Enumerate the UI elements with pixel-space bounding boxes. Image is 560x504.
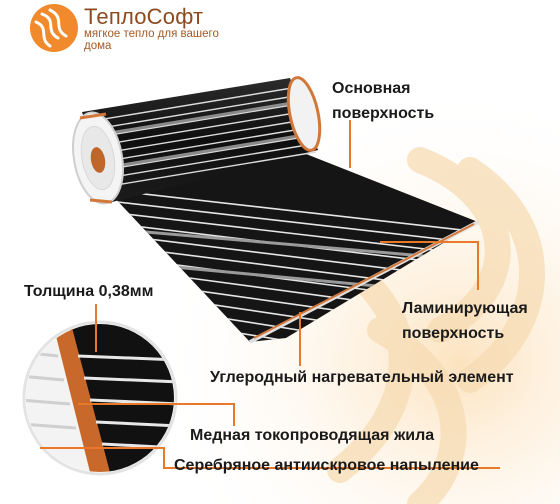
label-thickness: Толщина 0,38мм bbox=[24, 283, 154, 300]
magnified-detail bbox=[22, 320, 178, 476]
label-main-surface: Основная поверхность bbox=[332, 76, 434, 126]
logo-icon bbox=[30, 4, 78, 52]
label-main-surface-line2: поверхность bbox=[332, 105, 435, 122]
label-main-surface-line1: Основная bbox=[332, 80, 411, 97]
leader-lines bbox=[40, 120, 500, 469]
film-roll bbox=[72, 76, 322, 205]
label-laminated-surface-line2: поверхность bbox=[402, 325, 505, 342]
label-carbon-element: Углеродный нагревательный элемент bbox=[210, 369, 514, 386]
brand-name: ТеплоСофт bbox=[84, 4, 204, 29]
label-silver-coating: Серебряное антиискровое напыление bbox=[174, 457, 479, 474]
label-copper-wire: Медная токопроводящая жила bbox=[190, 427, 435, 444]
label-laminated-surface-line1: Ламинирующая bbox=[402, 300, 528, 317]
label-laminated-surface: Ламинирующая поверхность bbox=[402, 296, 528, 346]
brand-tagline: мягкое тепло для вашего дома bbox=[84, 28, 219, 52]
